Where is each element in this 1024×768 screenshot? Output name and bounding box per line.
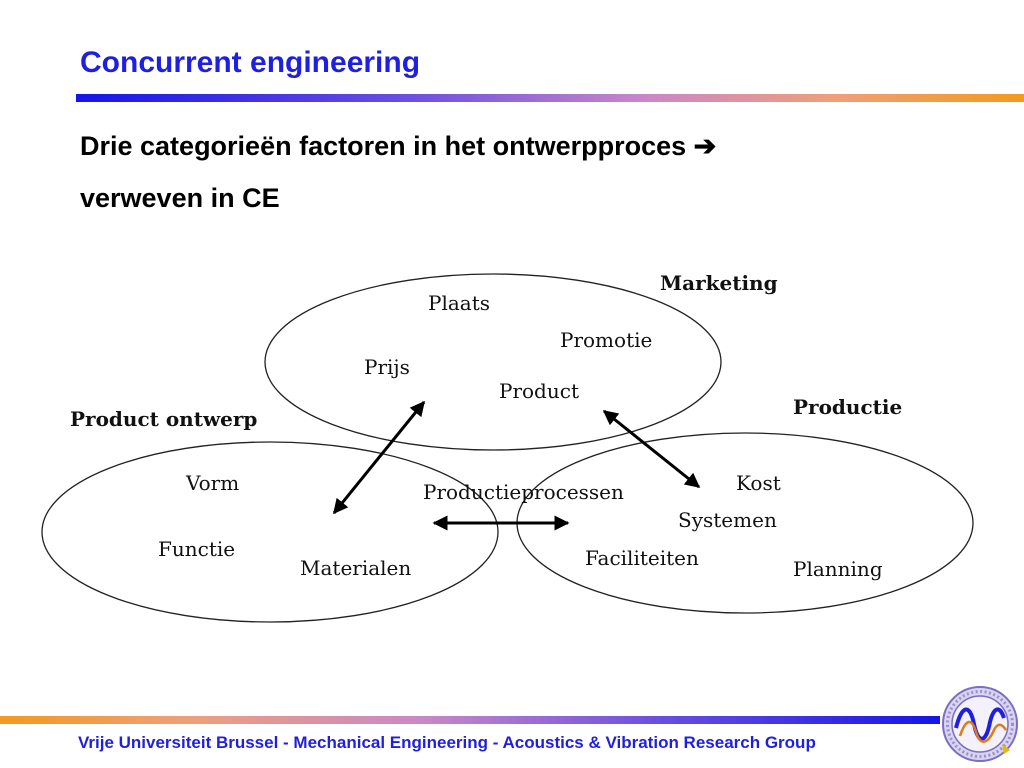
item-plaats: Plaats: [428, 291, 490, 315]
arrow-marketing-ontwerp: [332, 400, 426, 515]
subtitle-line-2: verweven in CE: [80, 183, 280, 213]
item-productieprocessen: Productieprocessen: [423, 480, 624, 504]
group-label-product-ontwerp: Product ontwerp: [70, 407, 257, 431]
footer-bar: [0, 716, 940, 724]
research-group-seal-icon: [942, 686, 1018, 762]
product-ontwerp-ellipse: [41, 441, 499, 623]
item-vorm: Vorm: [185, 471, 239, 495]
item-faciliteiten: Faciliteiten: [585, 546, 699, 570]
arrow-marketing-productie: [602, 409, 701, 489]
item-functie: Functie: [158, 537, 235, 561]
slide-title: Concurrent engineering: [80, 46, 421, 79]
item-planning: Planning: [793, 557, 883, 581]
marketing-ellipse: [264, 273, 722, 451]
subtitle-line-1: Drie categorieën factoren in het ontwerp…: [80, 131, 717, 161]
slide-subtitle: Drie categorieën factoren in het ontwerp…: [80, 120, 716, 224]
group-label-marketing: Marketing: [660, 271, 778, 295]
title-underline-bar: [76, 94, 1024, 102]
item-product: Product: [499, 379, 579, 403]
item-kost: Kost: [736, 471, 781, 495]
item-prijs: Prijs: [364, 355, 410, 379]
group-label-productie: Productie: [793, 395, 902, 419]
item-promotie: Promotie: [560, 328, 652, 352]
item-systemen: Systemen: [678, 508, 777, 532]
item-materialen: Materialen: [300, 556, 411, 580]
footer-text: Vrije Universiteit Brussel - Mechanical …: [78, 733, 816, 752]
